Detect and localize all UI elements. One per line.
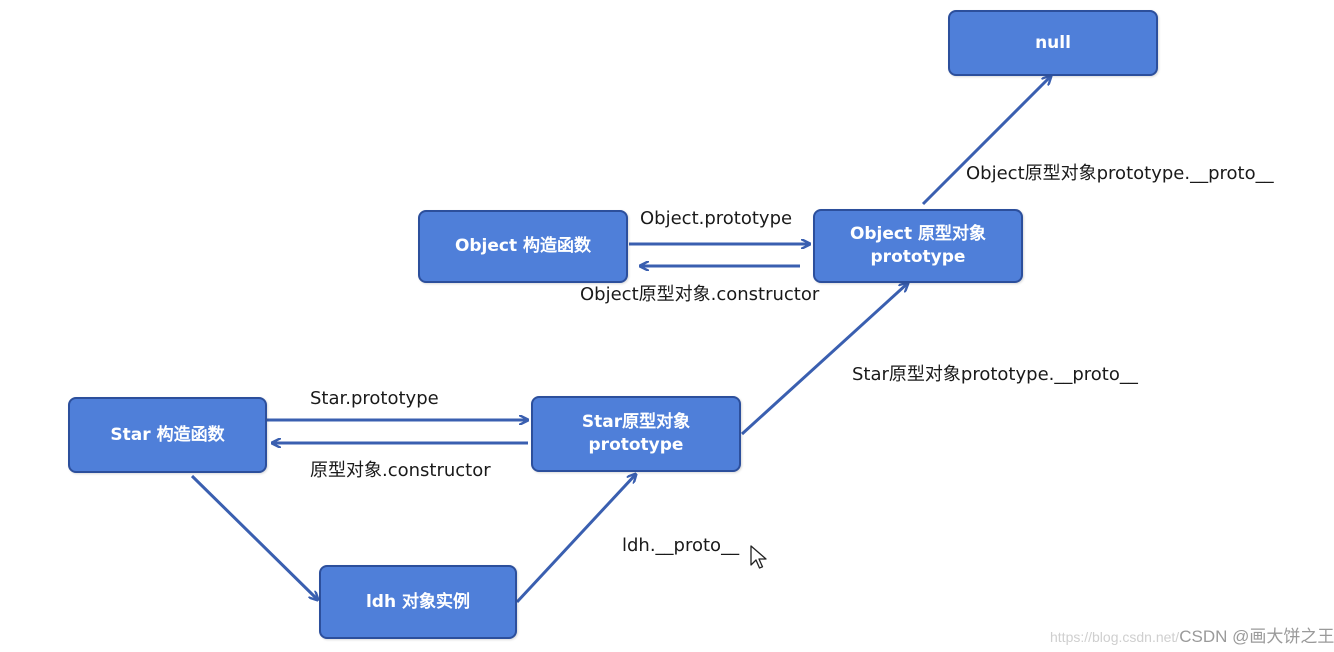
edge-label-object-prototype: Object.prototype bbox=[640, 208, 793, 229]
watermark-brand: CSDN @画大饼之王 bbox=[1179, 627, 1334, 646]
star-prototype-label-line2: prototype bbox=[588, 435, 684, 455]
edge-label-star-constructor: 原型对象.constructor bbox=[310, 460, 491, 481]
object-prototype-label-line1: Object 原型对象 bbox=[849, 224, 987, 244]
arrow-star-prototype-to-object-prototype bbox=[740, 283, 908, 436]
star-constructor-label: Star 构造函数 bbox=[110, 424, 225, 445]
edge-label-object-prototype-proto: Object原型对象prototype.__proto__ bbox=[966, 163, 1274, 184]
star-constructor-node: Star 构造函数 bbox=[68, 397, 267, 473]
ldh-instance-label: ldh 对象实例 bbox=[365, 591, 471, 612]
star-prototype-node: Star原型对象 prototype bbox=[531, 396, 741, 472]
edge-label-star-prototype: Star.prototype bbox=[310, 388, 439, 409]
mouse-pointer-icon bbox=[750, 545, 768, 575]
edge-label-star-prototype-proto: Star原型对象prototype.__proto__ bbox=[852, 364, 1138, 385]
object-constructor-node: Object 构造函数 bbox=[418, 210, 628, 283]
star-prototype-label-line1: Star原型对象 bbox=[581, 412, 691, 432]
arrow-ldh-to-star-prototype bbox=[515, 474, 636, 604]
arrow-star-to-ldh bbox=[190, 474, 318, 600]
object-constructor-label: Object 构造函数 bbox=[454, 236, 592, 256]
object-prototype-node: Object 原型对象 prototype bbox=[813, 209, 1023, 283]
ldh-instance-node: ldh 对象实例 bbox=[319, 565, 517, 639]
watermark: https://blog.csdn.net/CSDN @画大饼之王 bbox=[1050, 622, 1334, 647]
edge-label-ldh-proto: ldh.__proto__ bbox=[622, 535, 740, 556]
edge-label-object-constructor: Object原型对象.constructor bbox=[580, 284, 820, 305]
watermark-url: https://blog.csdn.net/ bbox=[1050, 629, 1180, 645]
null-node: null bbox=[948, 10, 1158, 76]
null-node-label: null bbox=[1035, 32, 1071, 53]
arrow-object-prototype-to-null bbox=[921, 76, 1051, 206]
object-prototype-label-line2: prototype bbox=[870, 247, 966, 267]
